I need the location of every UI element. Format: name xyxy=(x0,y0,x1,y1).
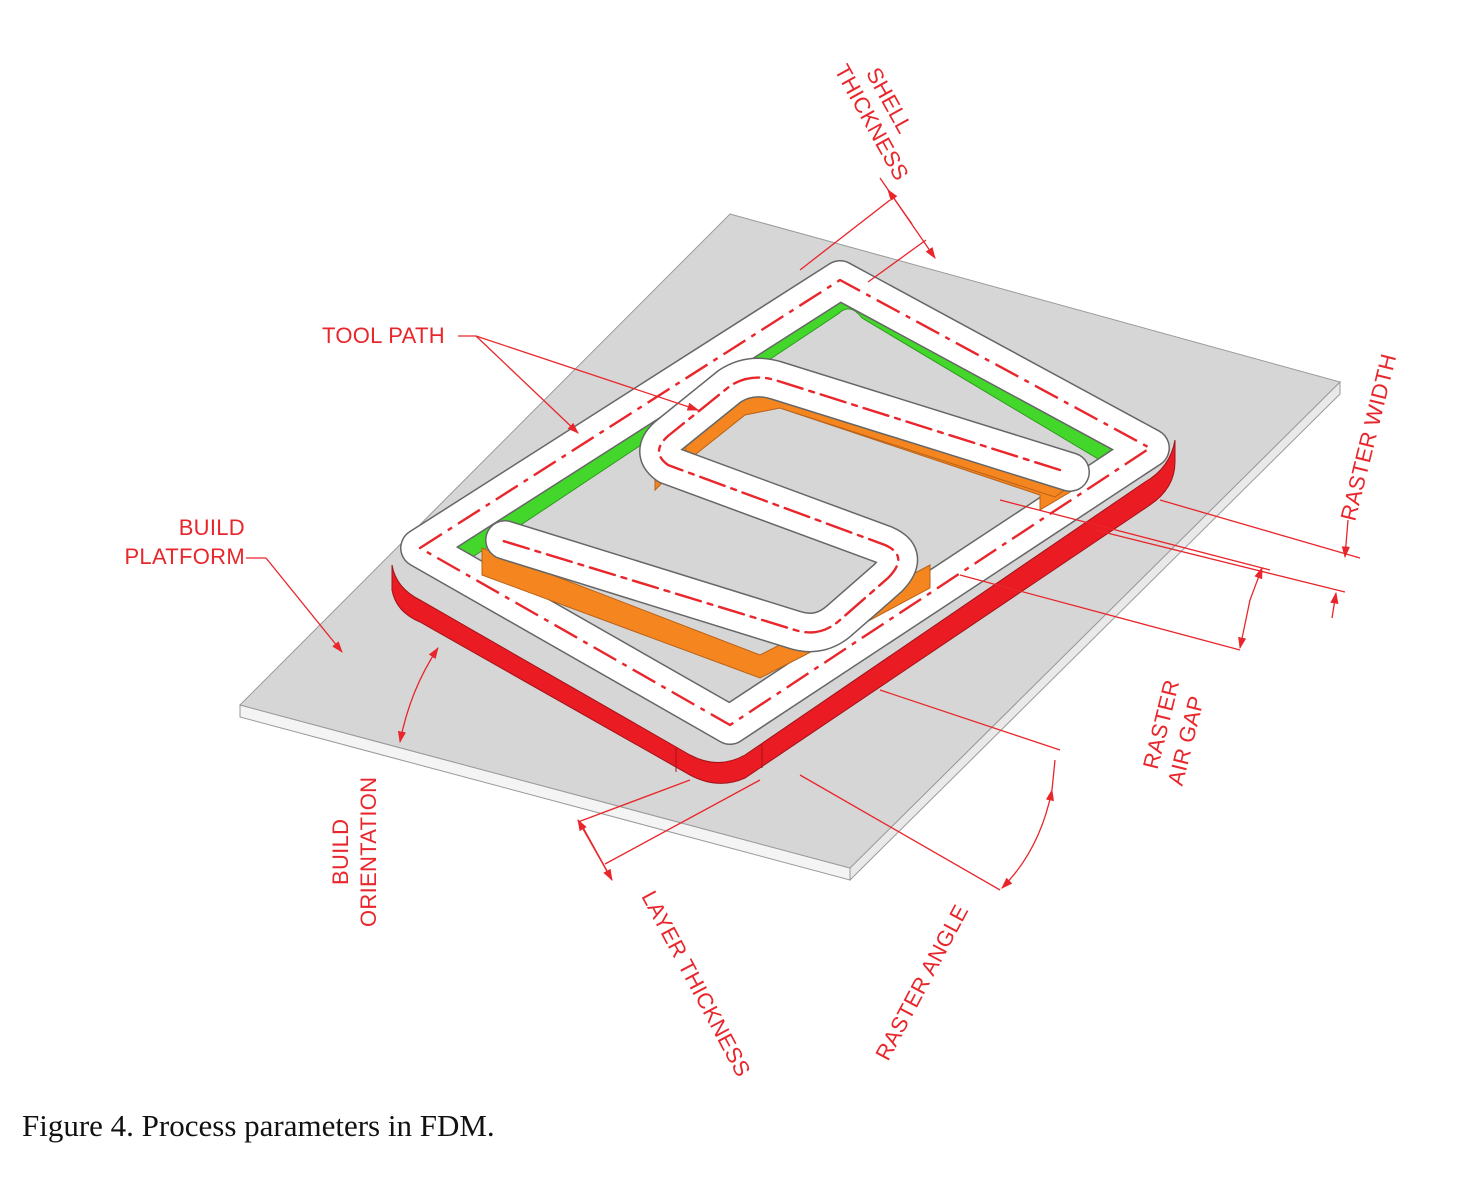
raster-width-ext-2 xyxy=(1094,529,1346,593)
raster-width-ext-1 xyxy=(1159,499,1361,559)
layer-thickness-label: LAYER THICKNESS xyxy=(637,887,756,1081)
tool-path-label: TOOL PATH xyxy=(322,323,445,348)
tool-path-arrow-2 xyxy=(475,335,700,411)
raster-width-dim-2 xyxy=(1330,591,1339,619)
build-orientation-label: BUILD ORIENTATION xyxy=(328,777,381,927)
build-platform-label-line2: PLATFORM xyxy=(124,544,245,569)
build-orientation-label-line1: BUILD xyxy=(328,819,353,885)
raster-angle-arc xyxy=(1001,788,1054,889)
outer-contour-tool-path xyxy=(418,278,1152,727)
build-platform-arrow xyxy=(265,557,343,653)
shell-thickness-dim-2 xyxy=(887,189,913,225)
layer-thickness-ext-2 xyxy=(604,779,761,865)
raster-tool-path xyxy=(498,376,1062,634)
shell-thickness-label: SHELL THICKNESS xyxy=(830,60,918,185)
layer-thickness-ext-1 xyxy=(577,779,691,823)
build-platform xyxy=(239,213,1341,882)
raster-angle-ext-1 xyxy=(879,689,1061,751)
shell-thickness-ext-1 xyxy=(799,199,891,271)
raster-air-gap-ext-2 xyxy=(959,574,1241,651)
raster-width-dim xyxy=(1341,519,1350,559)
shell-thickness-ext-2 xyxy=(867,239,927,283)
annotation-lines xyxy=(246,177,1361,891)
raster-air-gap-dim-2 xyxy=(1238,599,1251,650)
contour-outer-face xyxy=(391,439,1176,784)
figure-caption: Figure 4. Process parameters in FDM. xyxy=(22,1108,495,1143)
raster-angle-dim xyxy=(1051,759,1056,791)
build-orientation-label-line2: ORIENTATION xyxy=(356,777,381,927)
build-platform-label-line1: BUILD xyxy=(179,515,245,540)
raster-air-gap-dim xyxy=(1249,566,1263,601)
raster-air-gap-ext-1 xyxy=(999,499,1271,571)
fdm-diagram: SHELL THICKNESS TOOL PATH BUILD PLATFORM… xyxy=(124,60,1402,1081)
tool-path-arrow-1 xyxy=(475,335,579,434)
build-orientation-arc xyxy=(397,647,439,744)
layer-thickness-dim-2 xyxy=(577,818,613,881)
raster-angle-label: RASTER ANGLE xyxy=(870,900,973,1064)
raster-width-label: RASTER WIDTH xyxy=(1336,351,1402,523)
raster-angle-ext-2 xyxy=(799,774,1001,891)
raster-air-gap-label: RASTER AIR GAP xyxy=(1138,677,1209,788)
